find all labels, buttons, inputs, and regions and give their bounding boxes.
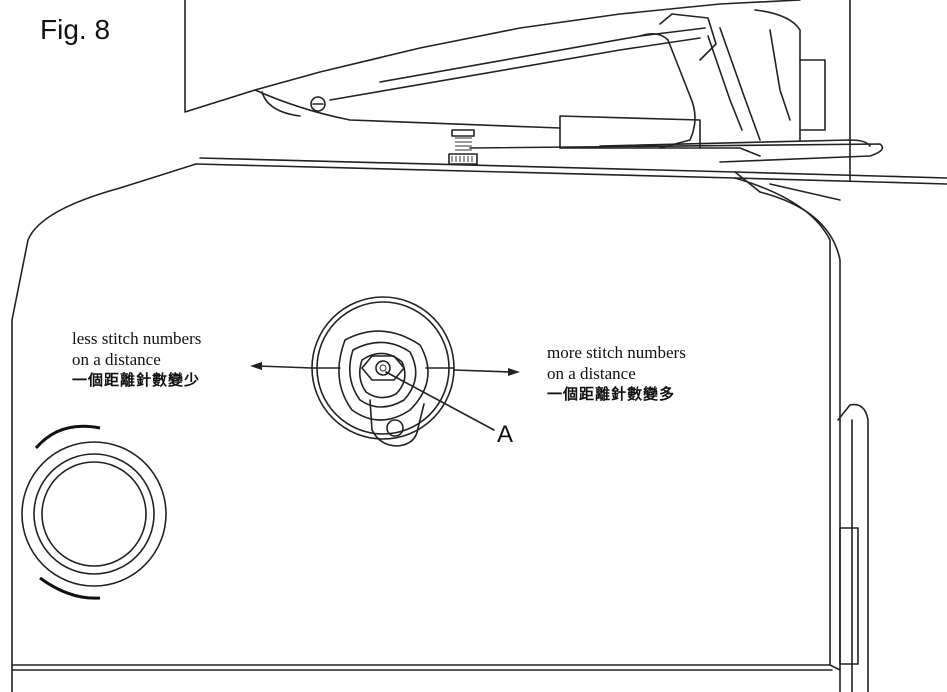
more-stitch-line-2: on a distance [547, 364, 636, 383]
needle-plate [195, 157, 947, 193]
side-panel [837, 403, 869, 692]
less-stitch-line-1: less stitch numbers [72, 329, 202, 348]
more-stitch-line-3: 一個距離針數變多 [547, 385, 676, 403]
stitch-adjust-dial [311, 296, 495, 447]
presser-foot-assembly [184, 0, 884, 181]
less-stitch-line-3: 一個距離針數變少 [72, 371, 201, 389]
less-stitch-line-2: on a distance [72, 350, 161, 369]
figure-label: Fig. 8 [40, 14, 111, 45]
part-label-a: A [497, 421, 514, 448]
more-stitch-note: more stitch numbers on a distance 一個距離針數… [547, 342, 686, 405]
less-stitch-note: less stitch numbers on a distance 一個距離針數… [72, 328, 201, 391]
direction-arrows [250, 362, 520, 376]
more-stitch-line-1: more stitch numbers [547, 343, 686, 362]
handwheel-knob [21, 424, 167, 600]
machine-housing [11, 163, 841, 692]
